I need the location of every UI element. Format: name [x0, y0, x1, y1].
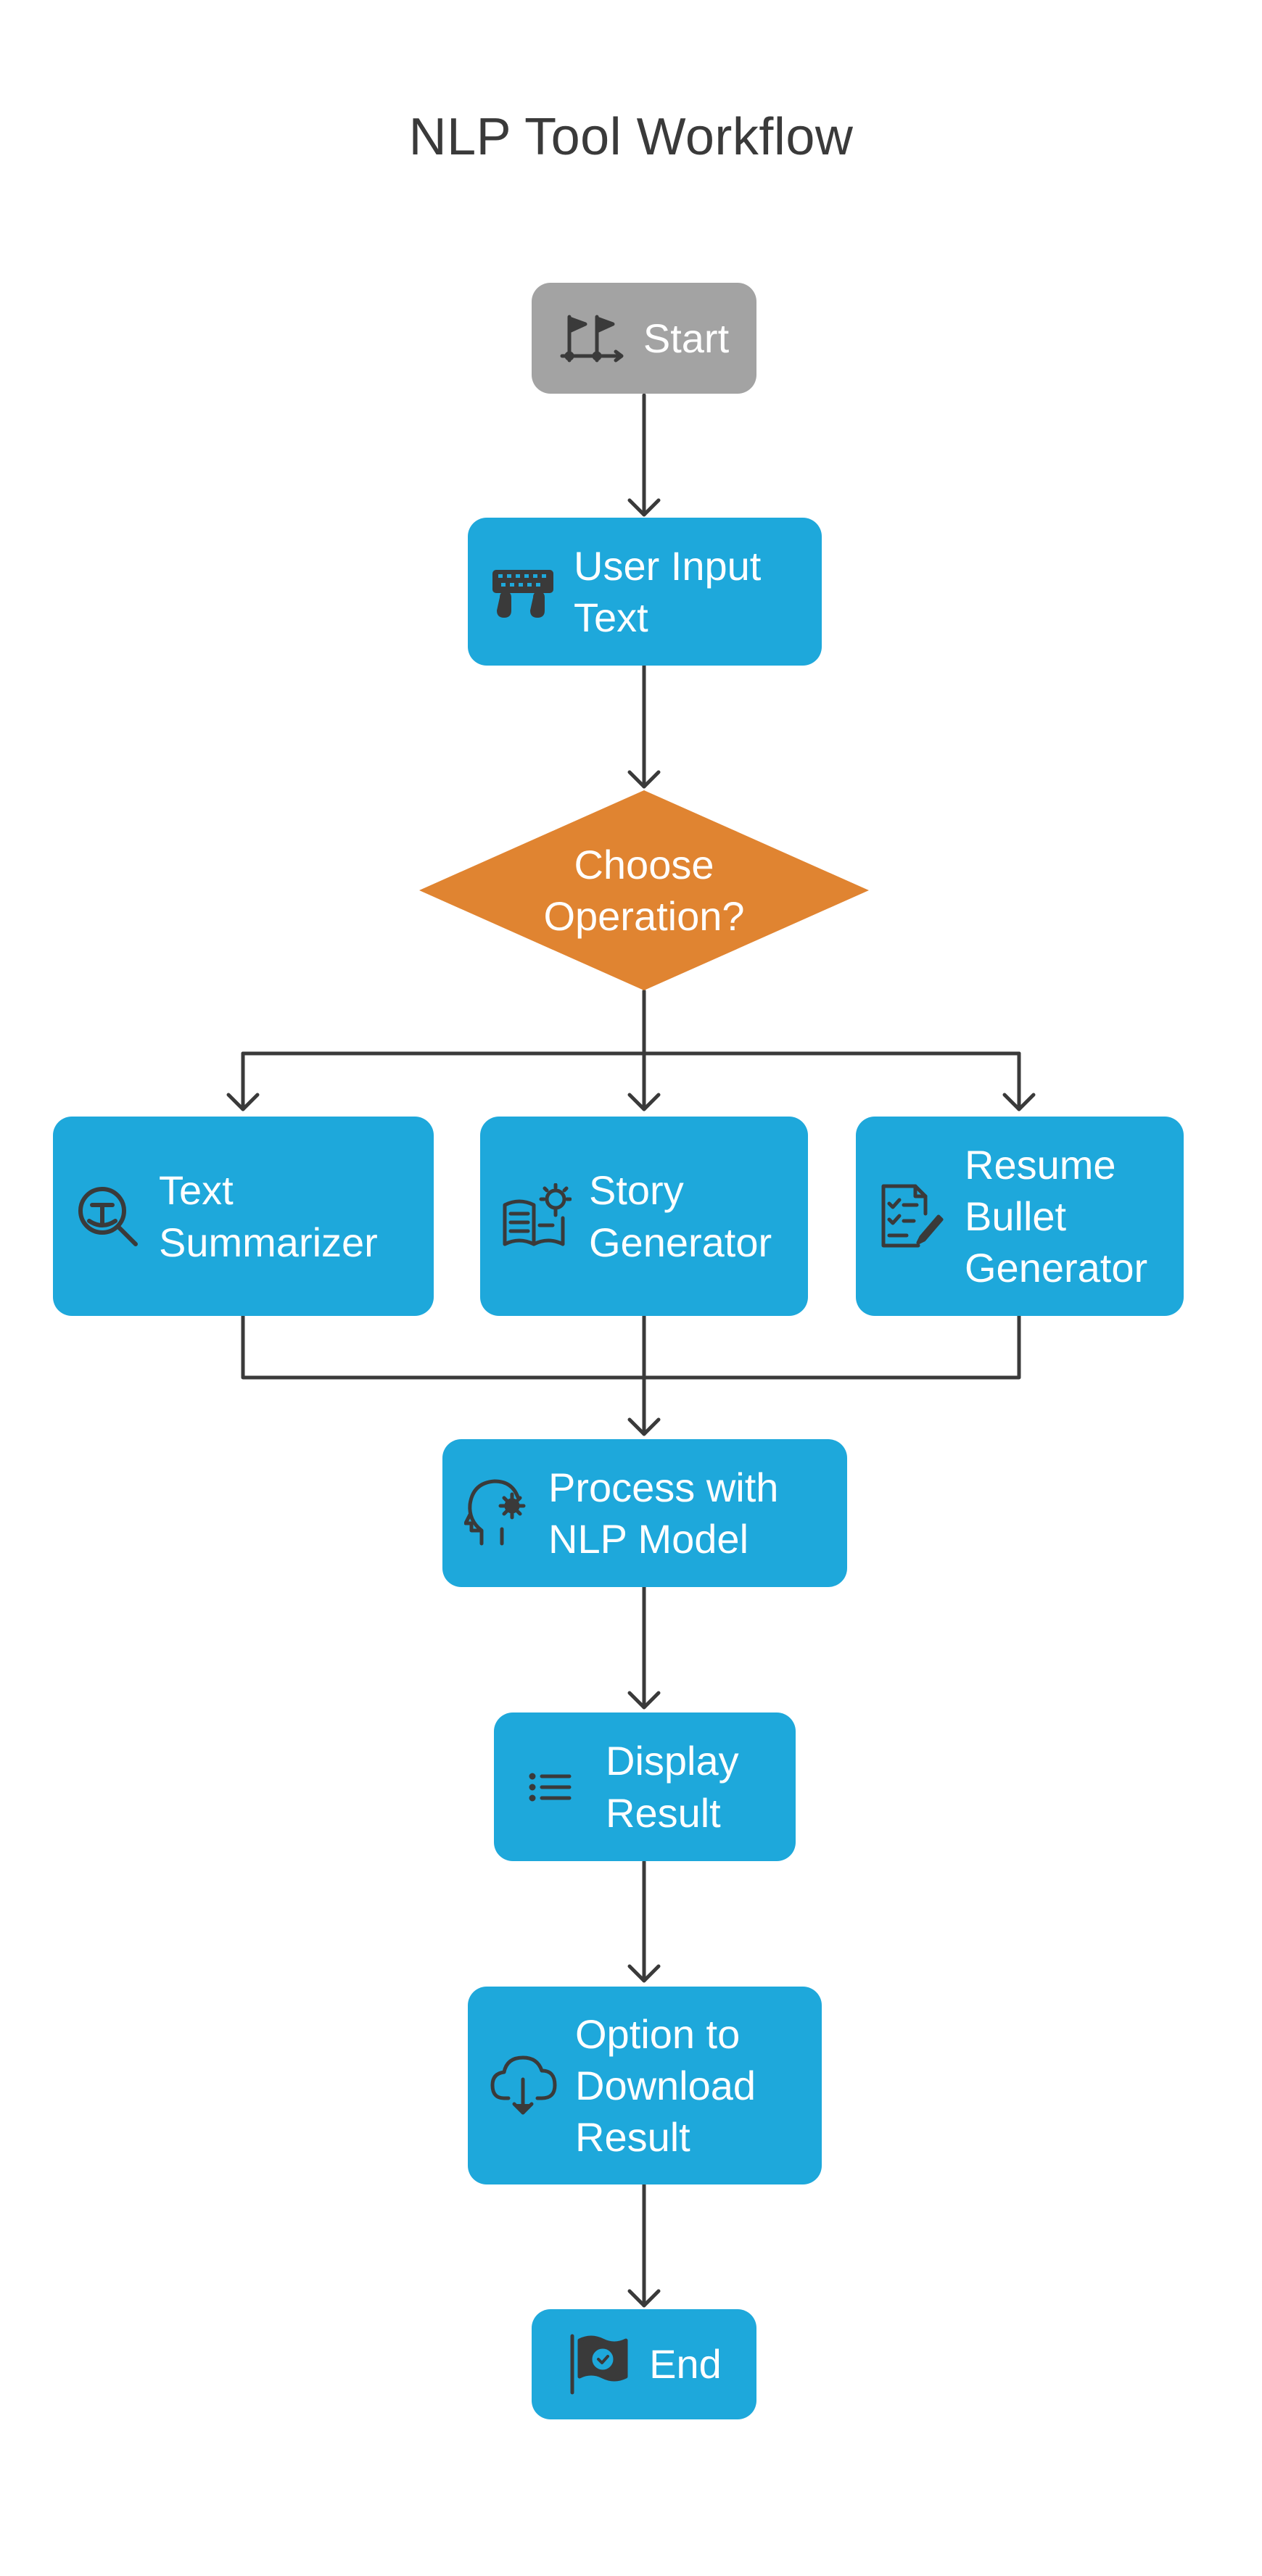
checklist-edit-icon: [878, 1182, 947, 1251]
head-gear-icon: [464, 1478, 531, 1548]
arrowhead: [1002, 1093, 1036, 1111]
arrowhead: [627, 2289, 661, 2308]
story-label: Story Generator: [589, 1167, 772, 1265]
user-input-node: User Input Text: [468, 518, 822, 666]
download-node: Option to Download Result: [468, 1987, 822, 2184]
story-node: Story Generator: [480, 1117, 808, 1316]
decision-label: Choose Operation?: [543, 841, 745, 939]
end-label: End: [649, 2341, 722, 2387]
display-label: Display Result: [606, 1738, 739, 1836]
diagram-title: NLP Tool Workflow: [408, 108, 854, 166]
start-node: Start: [532, 283, 756, 394]
keyboard-icon: [490, 563, 556, 621]
arrowhead: [627, 770, 661, 789]
display-node: Display Result: [494, 1712, 796, 1861]
cloud-download-icon: [490, 2055, 558, 2117]
decision-node: Choose Operation?: [419, 790, 869, 990]
arrowhead: [627, 498, 661, 517]
text-search-icon: [75, 1183, 141, 1250]
start-label: Start: [643, 315, 730, 361]
book-idea-icon: [502, 1183, 572, 1250]
decision-diamond: [419, 790, 869, 990]
user-input-label: User Input Text: [574, 542, 762, 640]
resume-label: Resume Bullet Generator: [965, 1141, 1148, 1291]
arrowhead: [627, 1691, 661, 1710]
end-node: End: [532, 2309, 756, 2419]
arrowhead: [627, 1964, 661, 1983]
download-label: Option to Download Result: [575, 2010, 756, 2161]
resume-node: Resume Bullet Generator: [856, 1117, 1184, 1316]
flags-icon: [559, 311, 626, 366]
flag-check-icon: [566, 2333, 632, 2395]
summarizer-label: Text Summarizer: [159, 1167, 378, 1265]
arrowhead: [226, 1093, 260, 1111]
summarizer-node: Text Summarizer: [53, 1117, 434, 1316]
connector-from-summarizer: [241, 1314, 1021, 1380]
arrowhead: [627, 1417, 661, 1436]
process-label: Process with NLP Model: [548, 1464, 779, 1562]
process-node: Process with NLP Model: [442, 1439, 847, 1587]
arrowhead: [627, 1093, 661, 1111]
list-icon: [529, 1772, 572, 1802]
